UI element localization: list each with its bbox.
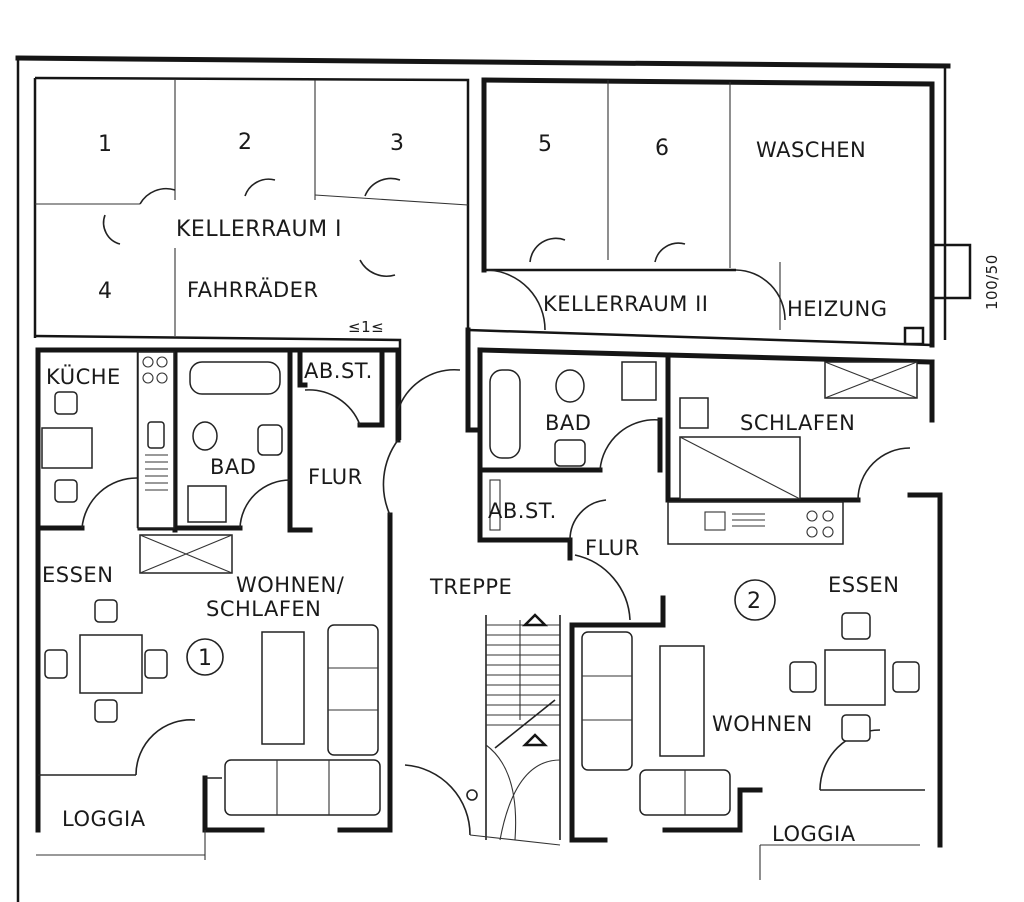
room-label-3: 3	[390, 131, 404, 156]
apartment-number-1: 1	[198, 646, 212, 671]
room-label-bad-1: BAD	[210, 455, 256, 479]
room-label-2: 2	[238, 130, 252, 155]
room-label-flur-1: FLUR	[308, 465, 363, 489]
labels: 1 2 3 4 5 6 WASCHEN KELLERRAUM I FAHRRÄD…	[42, 130, 1001, 846]
room-label-4: 4	[98, 279, 112, 304]
room-label-bad-2: BAD	[545, 411, 591, 435]
room-label-loggia-2: LOGGIA	[772, 822, 856, 846]
room-label-schlafen: SCHLAFEN	[740, 411, 855, 435]
basement-partitions	[35, 80, 925, 346]
apartment-1-furniture	[41, 351, 381, 816]
apartment-1-walls	[35, 347, 461, 860]
room-label-abstell-1: AB.ST.	[304, 359, 373, 383]
room-label-heizung: HEIZUNG	[787, 297, 888, 321]
room-label-6: 6	[655, 136, 669, 161]
room-label-fahrraeder: FAHRRÄDER	[187, 277, 319, 302]
chimney-dimension: 100/50	[983, 254, 1001, 310]
apartment-2-furniture	[489, 361, 920, 816]
room-label-essen-2: ESSEN	[828, 573, 899, 597]
room-label-5: 5	[538, 132, 552, 157]
room-label-loggia-1: LOGGIA	[62, 807, 146, 831]
staircase	[404, 554, 631, 846]
room-label-kellerraum-2: KELLERRAUM II	[543, 292, 708, 316]
room-label-wohnen-schlafen-line1: WOHNEN/	[236, 573, 345, 597]
stair-marker: ≤1≤	[348, 318, 384, 336]
room-label-kueche: KÜCHE	[46, 364, 121, 389]
room-label-kellerraum-1: KELLERRAUM I	[176, 217, 342, 242]
room-label-waschen: WASCHEN	[756, 138, 866, 162]
room-label-treppe: TREPPE	[429, 575, 512, 599]
room-label-wohnen-schlafen-line2: SCHLAFEN	[206, 597, 321, 621]
apartment-2-walls	[465, 327, 943, 880]
outer-walls	[15, 55, 972, 902]
room-label-wohnen-2: WOHNEN	[712, 712, 813, 736]
room-label-abstell-2: AB.ST.	[488, 499, 557, 523]
apartment-number-2: 2	[747, 589, 761, 614]
room-label-1: 1	[98, 132, 112, 157]
room-label-essen-1: ESSEN	[42, 563, 113, 587]
room-label-flur-2: FLUR	[585, 536, 640, 560]
